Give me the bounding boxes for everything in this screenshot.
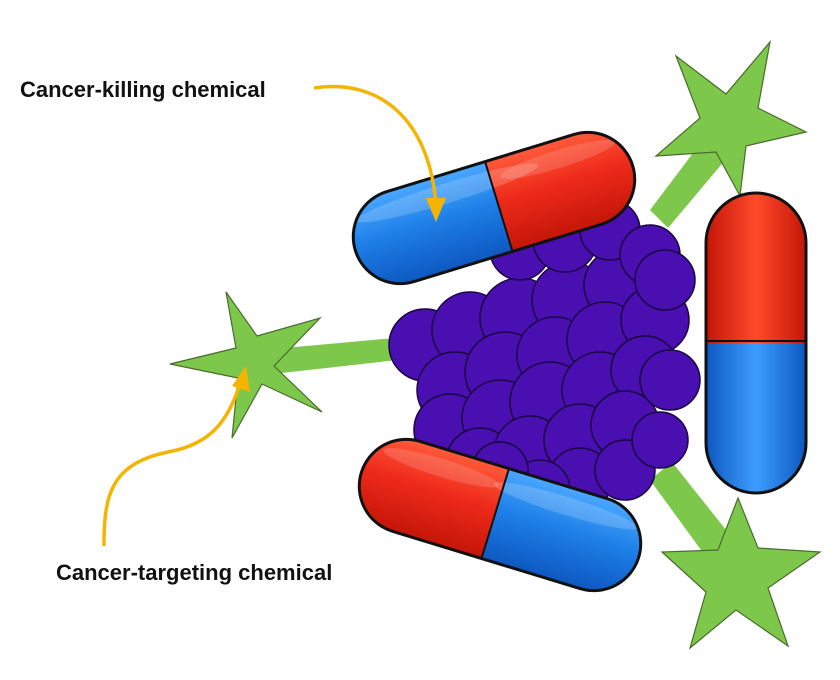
star-icon-top-right [654,39,808,198]
arrowhead-icon [426,198,446,222]
nanoparticle-cluster-icon [388,199,701,521]
arrow-to-capsule [313,84,446,222]
label-cancer-targeting: Cancer-targeting chemical [56,560,332,585]
star-icon-left [169,291,323,439]
arrowhead-icon [232,366,250,392]
capsule-icon [347,427,653,603]
nanoparticle-sphere [634,249,696,311]
star-icon [654,39,808,198]
linker-bar-left [262,338,397,375]
label-cancer-killing: Cancer-killing chemical [20,77,266,102]
star-icon-bottom-right [660,496,822,650]
arrow-to-star [102,366,250,547]
linker-bar-bottom-right [650,462,738,565]
nanoparticle-sphere [639,349,701,411]
capsule-icon [704,191,808,495]
nanoparticle-sphere [631,411,689,469]
star-icon [169,291,323,439]
capsule-icon [341,120,647,296]
star-icon [660,496,822,650]
